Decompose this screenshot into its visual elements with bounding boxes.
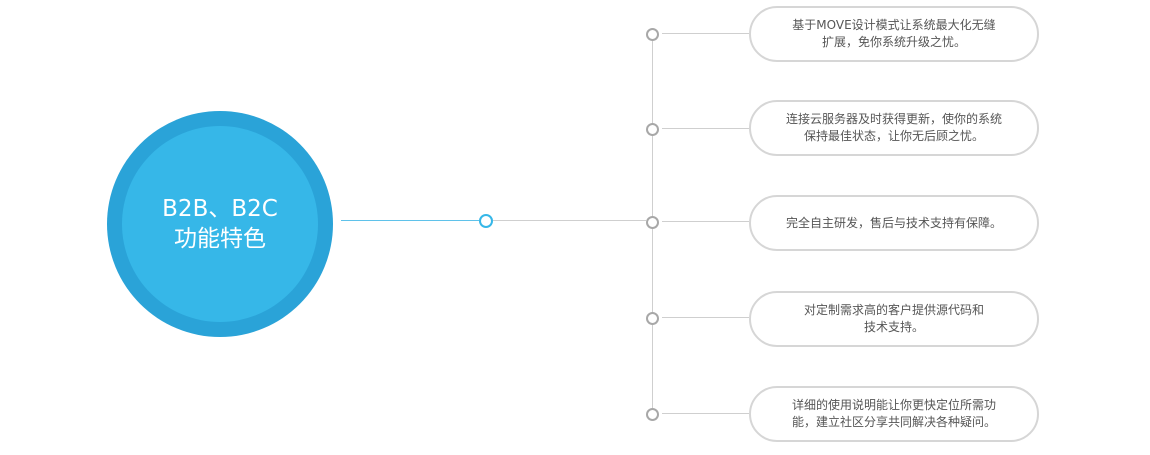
branch-dot-4 [646,312,659,325]
branch-line-3 [662,221,749,222]
hub-title-line1: B2B、B2C [162,196,278,222]
hub-junction-dot [479,214,493,228]
feature-text-5a: 详细的使用说明能让你更快定位所需功 [791,398,996,412]
feature-text-5b: 能，建立社区分享共同解决各种疑问。 [791,415,996,429]
hub-title-line2: 功能特色 [174,226,266,252]
feature-box-1: 基于MOVE设计模式让系统最大化无缝 扩展，免你系统升级之忧。 [749,6,1039,62]
branch-dot-3 [646,216,659,229]
branch-line-5 [662,413,749,414]
branch-line-1 [662,33,749,34]
feature-text-2b: 保持最佳状态，让你无后顾之忧。 [803,129,984,143]
branch-dot-1 [646,28,659,41]
feature-box-5: 详细的使用说明能让你更快定位所需功 能，建立社区分享共同解决各种疑问。 [749,386,1039,442]
hub-circle: B2B、B2C 功能特色 [122,126,318,322]
branch-line-2 [662,128,749,129]
feature-text-2a: 连接云服务器及时获得更新，使你的系统 [785,112,1002,126]
branch-dot-2 [646,123,659,136]
feature-text-3a: 完全自主研发，售后与技术支持有保障。 [785,215,1002,230]
feature-text-1b: 扩展，免你系统升级之忧。 [821,35,966,49]
feature-box-2: 连接云服务器及时获得更新，使你的系统 保持最佳状态，让你无后顾之忧。 [749,100,1039,156]
branch-dot-5 [646,408,659,421]
feature-text-4b: 技术支持。 [863,320,924,334]
feature-box-4: 对定制需求高的客户提供源代码和 技术支持。 [749,291,1039,347]
hub-connector-right [493,220,646,221]
feature-box-3: 完全自主研发，售后与技术支持有保障。 [749,195,1039,251]
feature-text-4a: 对定制需求高的客户提供源代码和 [803,303,984,317]
feature-text-1a: 基于MOVE设计模式让系统最大化无缝 [792,18,996,32]
branch-line-4 [662,317,749,318]
hub-connector-left [341,220,479,221]
